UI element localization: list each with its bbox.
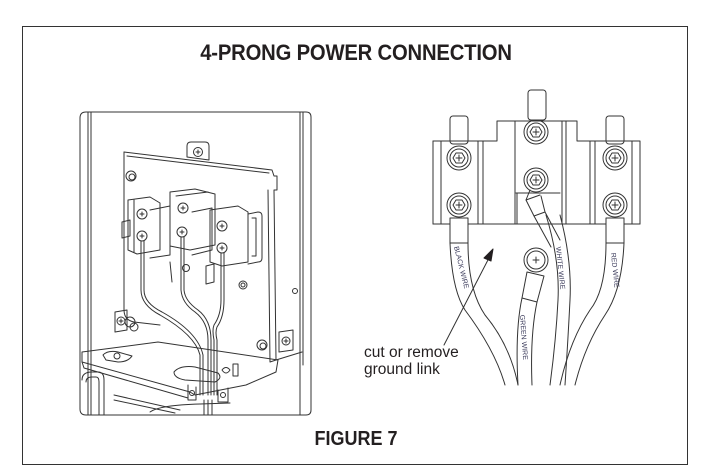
red-terminal-screws [602, 145, 628, 218]
white-wire [545, 214, 559, 386]
terminal-block-body [432, 120, 641, 225]
callout-arrow-line [443, 255, 491, 346]
terminal-block-closeup: BLACK WIRE WHITE WIRE GREEN WIRE RED WIR… [432, 89, 641, 386]
white-wire-label: WHITE WIRE [554, 246, 565, 290]
appliance-supply-wires [140, 236, 225, 396]
red-wire [559, 242, 607, 386]
callout-line-1: cut or remove [364, 344, 459, 361]
green-ground-wire [516, 247, 549, 386]
figure-frame [22, 26, 688, 465]
screw-icon [193, 147, 203, 157]
green-wire-label: GREEN WIRE [518, 315, 528, 361]
appliance-terminal-view [79, 111, 312, 416]
figure-caption: FIGURE 7 [314, 428, 398, 450]
ground-link [525, 189, 546, 217]
red-wire-label: RED WIRE [609, 252, 620, 288]
ground-link-callout: cut or remove ground link [364, 344, 459, 378]
strain-relief-bracket [81, 341, 279, 396]
appliance-panel-outline [79, 111, 312, 416]
black-wire [449, 242, 506, 386]
callout-line-2: ground link [364, 361, 440, 378]
neutral-terminal-screws [523, 119, 549, 193]
callout-arrowhead-icon [483, 248, 494, 262]
mounting-plate [123, 151, 278, 363]
figure-title: 4-PRONG POWER CONNECTION [200, 40, 512, 65]
black-terminal-screws [446, 145, 472, 218]
